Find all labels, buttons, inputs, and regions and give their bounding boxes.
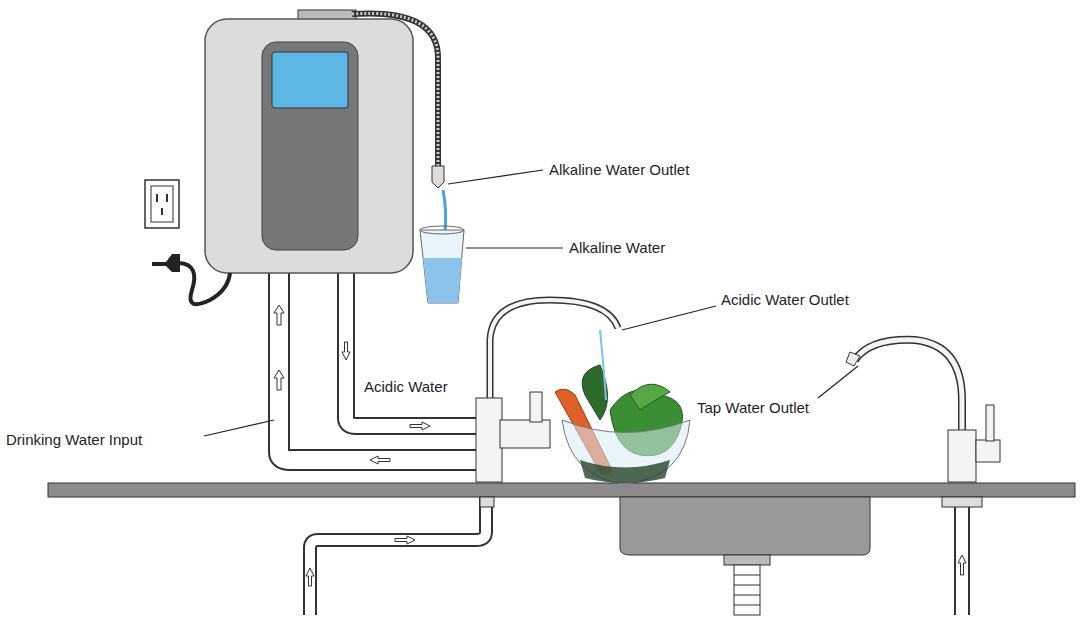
pipes <box>279 272 962 615</box>
glass <box>420 190 464 303</box>
countertop <box>48 483 1075 497</box>
input-label: Drinking Water Input <box>4 431 144 449</box>
water-label: Acidic Water <box>362 378 450 396</box>
water-ionizer <box>205 10 413 273</box>
outlet-label: Tap Water Outlet <box>695 399 811 417</box>
flow-arrows <box>274 305 966 586</box>
leader-lines <box>204 170 858 436</box>
vegetable-bowl <box>555 330 690 484</box>
outlet-label: Acidic Water Outlet <box>719 291 851 309</box>
outlet-label: Alkaline Water Outlet <box>547 161 691 179</box>
power-outlet <box>145 180 230 304</box>
sink <box>620 497 870 615</box>
alkaline-hose <box>352 13 444 188</box>
tap-faucet <box>846 340 1000 507</box>
water-label: Alkaline Water <box>567 239 667 257</box>
